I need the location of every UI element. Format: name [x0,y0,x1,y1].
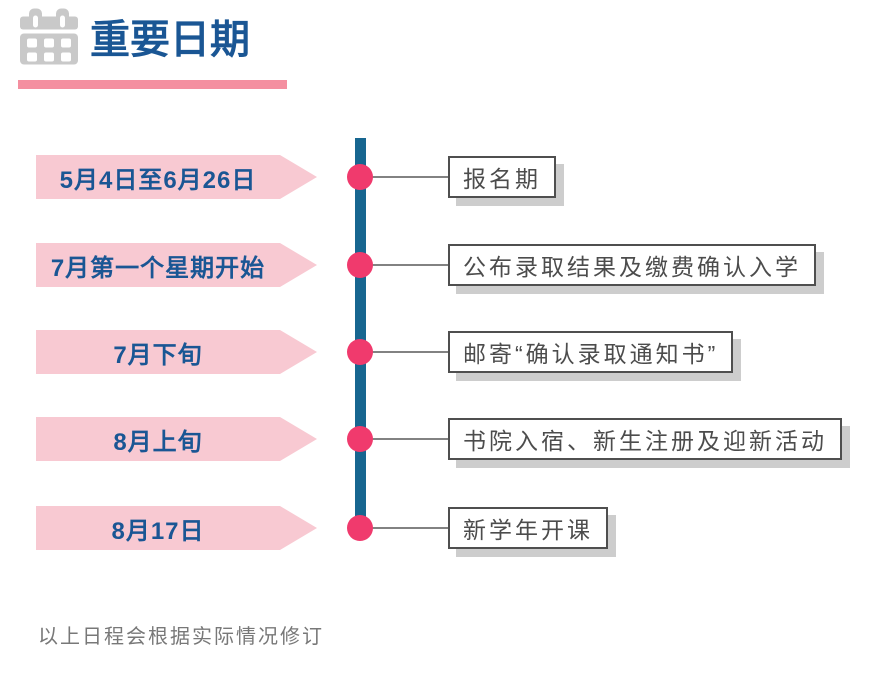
date-flag: 8月上旬 [36,417,317,461]
connector-line [360,264,452,266]
connector-line [360,351,452,353]
timeline-dot [347,515,373,541]
timeline-dot [347,339,373,365]
timeline-dot [347,252,373,278]
event-box: 新学年开课 [448,507,608,549]
event-box: 邮寄“确认录取通知书” [448,331,734,373]
date-flag: 7月第一个星期开始 [36,243,317,287]
footer-note: 以上日程会根据实际情况修订 [38,626,324,648]
connector-line [360,176,452,178]
timeline-bar [355,138,366,534]
date-flag: 7月下旬 [36,330,317,374]
event-box: 报名期 [448,156,556,198]
event-box: 公布录取结果及缴费确认入学 [448,244,816,286]
date-flag: 8月17日 [36,506,317,550]
date-flag: 5月4日至6月26日 [36,155,317,199]
page-title: 重要日期 [90,18,250,62]
connector-line [360,438,452,440]
event-box: 书院入宿、新生注册及迎新活动 [448,418,842,460]
timeline-dot [347,164,373,190]
timeline-dot [347,426,373,452]
connector-line [360,527,452,529]
calendar-icon [20,8,78,65]
title-underline [18,80,287,89]
